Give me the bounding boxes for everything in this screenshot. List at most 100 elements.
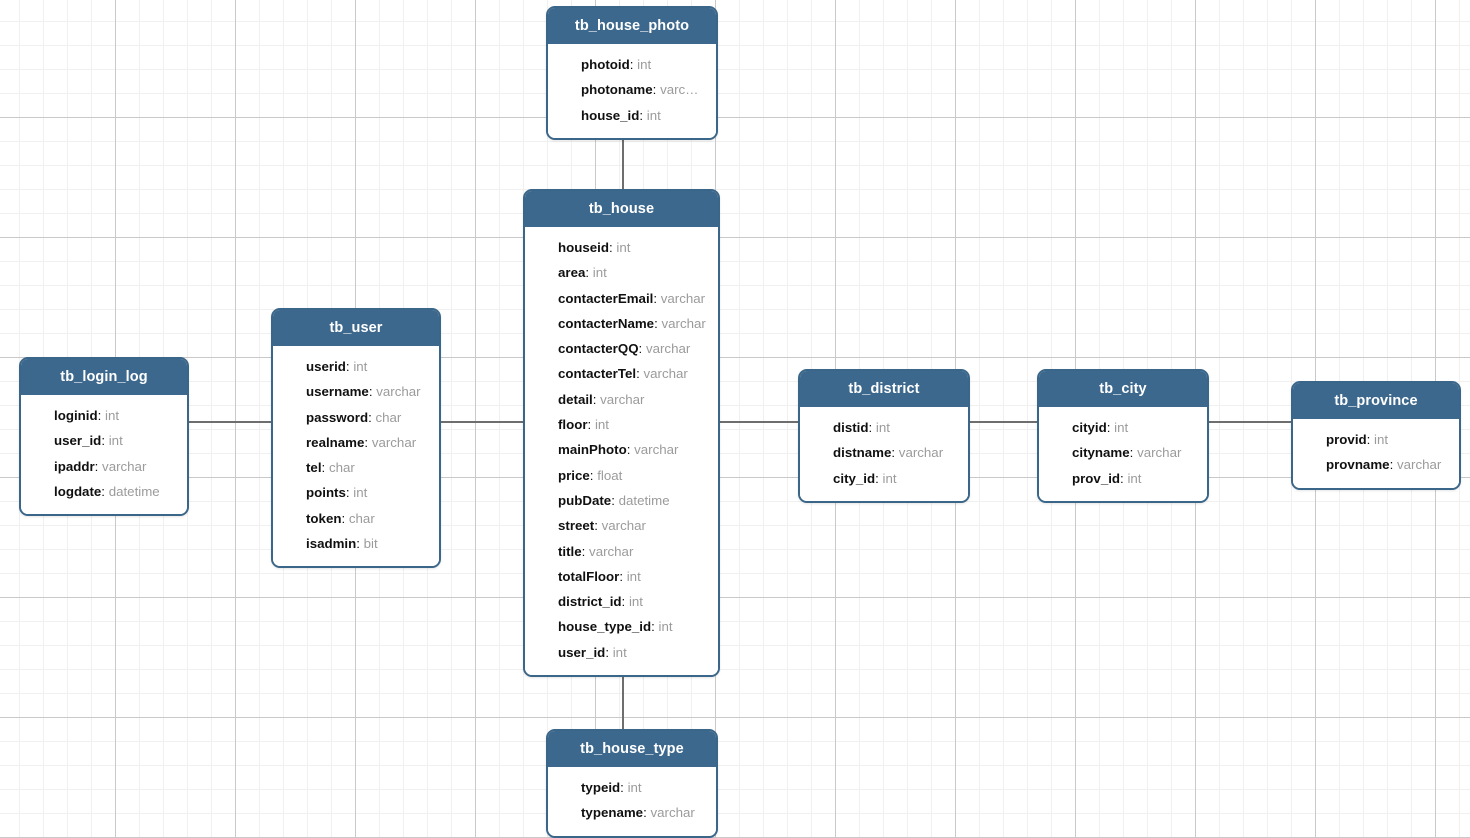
field-row[interactable]: mainPhoto: varchar	[525, 437, 718, 462]
field-row[interactable]: title: varchar	[525, 539, 718, 564]
field-separator: :	[356, 536, 360, 552]
field-row[interactable]: contacterEmail: varchar	[525, 286, 718, 311]
field-type: int	[628, 594, 643, 610]
field-separator: :	[1366, 432, 1371, 447]
field-name: user_id	[54, 433, 102, 449]
field-separator: :	[364, 434, 369, 450]
field-separator: :	[652, 82, 657, 98]
field-type: int	[658, 619, 673, 635]
field-row[interactable]: ipaddr: varchar	[21, 454, 187, 479]
entity-table-title-tb_province: tb_province	[1293, 383, 1459, 419]
connector-district-to-city[interactable]	[970, 421, 1037, 423]
field-row[interactable]: username: varchar	[273, 379, 439, 404]
field-type: int	[875, 420, 890, 435]
field-row[interactable]: user_id: int	[525, 640, 718, 665]
field-row[interactable]: provid: int	[1293, 427, 1459, 452]
connector-house-to-house_type[interactable]	[622, 665, 624, 729]
field-separator: :	[345, 485, 350, 501]
connector-city-to-province[interactable]	[1209, 421, 1291, 423]
field-row[interactable]: house_type_id: int	[525, 614, 718, 639]
field-name: contacterQQ	[558, 341, 639, 357]
field-row[interactable]: photoname: varc…	[548, 77, 716, 102]
field-row[interactable]: totalFloor: int	[525, 564, 718, 589]
field-name: price	[558, 467, 590, 483]
field-row[interactable]: pubDate: datetime	[525, 488, 718, 513]
field-row[interactable]: provname: varchar	[1293, 452, 1459, 477]
field-row[interactable]: password: char	[273, 405, 439, 430]
field-row[interactable]: distname: varchar	[800, 440, 968, 465]
field-row[interactable]: userid: int	[273, 354, 439, 379]
field-row[interactable]: typename: varchar	[548, 800, 716, 825]
field-separator: :	[321, 460, 326, 476]
field-type: varchar	[643, 366, 688, 382]
field-type: datetime	[108, 483, 160, 499]
field-row[interactable]: price: float	[525, 463, 718, 488]
field-row[interactable]: token: char	[273, 506, 439, 531]
field-row[interactable]: contacterTel: varchar	[525, 361, 718, 386]
field-row[interactable]: detail: varchar	[525, 387, 718, 412]
field-type: int	[1127, 470, 1142, 486]
field-type: int	[646, 107, 661, 123]
field-row[interactable]: district_id: int	[525, 589, 718, 614]
field-type: int	[627, 780, 642, 795]
field-row[interactable]: logdate: datetime	[21, 479, 187, 504]
field-separator: :	[368, 409, 372, 425]
field-name: typeid	[581, 780, 621, 795]
field-row[interactable]: contacterName: varchar	[525, 311, 718, 336]
connector-user-to-house[interactable]	[441, 421, 523, 423]
field-name: mainPhoto	[558, 442, 627, 458]
field-row[interactable]: tel: char	[273, 455, 439, 480]
field-name: photoname	[581, 82, 653, 98]
field-name: points	[306, 485, 346, 501]
field-name: isadmin	[306, 536, 357, 552]
field-separator: :	[585, 265, 590, 281]
field-type: int	[612, 644, 627, 660]
field-name: userid	[306, 359, 346, 374]
field-separator: :	[654, 315, 658, 331]
field-row[interactable]: floor: int	[525, 412, 718, 437]
field-separator: :	[643, 805, 647, 821]
field-row[interactable]: realname: varchar	[273, 430, 439, 455]
field-separator: :	[638, 341, 643, 357]
field-row[interactable]: area: int	[525, 260, 718, 285]
field-type: float	[597, 467, 623, 483]
field-row[interactable]: photoid: int	[548, 52, 716, 77]
field-row[interactable]: prov_id: int	[1039, 466, 1207, 491]
field-row[interactable]: cityid: int	[1039, 415, 1207, 440]
field-name: city_id	[833, 470, 876, 486]
field-type: varchar	[376, 384, 421, 400]
field-name: typename	[581, 805, 644, 821]
connector-login_log-to-user[interactable]	[189, 421, 271, 423]
field-separator: :	[101, 483, 105, 499]
field-row[interactable]: loginid: int	[21, 403, 187, 428]
connector-house_photo-to-house[interactable]	[622, 132, 624, 189]
field-row[interactable]: city_id: int	[800, 466, 968, 491]
field-row[interactable]: house_id: int	[548, 103, 716, 128]
field-row[interactable]: street: varchar	[525, 513, 718, 538]
field-name: ipaddr	[54, 458, 95, 474]
field-separator: :	[94, 458, 99, 474]
field-row[interactable]: typeid: int	[548, 775, 716, 800]
connector-house-to-district[interactable]	[720, 421, 798, 423]
field-row[interactable]: cityname: varchar	[1039, 440, 1207, 465]
field-row[interactable]: isadmin: bit	[273, 531, 439, 556]
field-separator: :	[1120, 470, 1124, 486]
field-row[interactable]: distid: int	[800, 415, 968, 440]
field-type: int	[104, 408, 120, 423]
field-row[interactable]: points: int	[273, 480, 439, 505]
field-type: int	[1374, 432, 1389, 447]
field-row[interactable]: contacterQQ: varchar	[525, 336, 718, 361]
field-row[interactable]: user_id: int	[21, 428, 187, 453]
field-row[interactable]: houseid: int	[525, 235, 718, 260]
